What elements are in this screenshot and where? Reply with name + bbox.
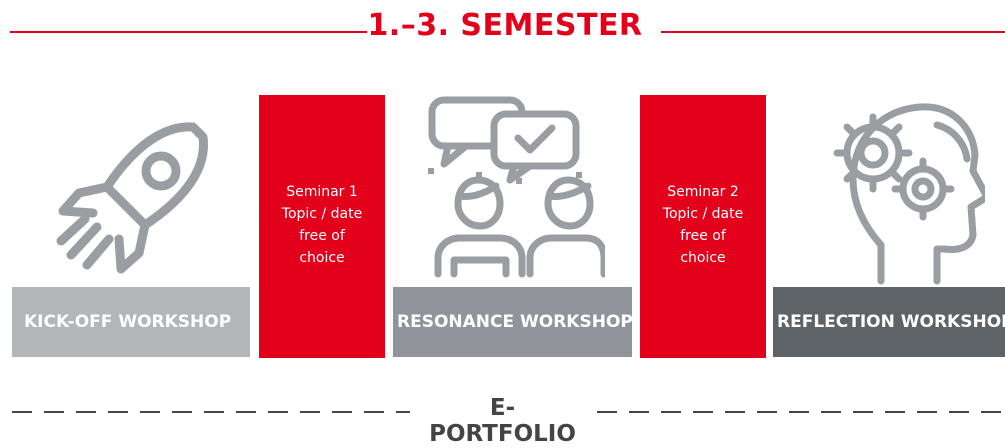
workshop-label: REFLECTION WORKSHOP (777, 312, 1005, 332)
header-rule-left (10, 31, 367, 33)
people-chat-icon (428, 96, 605, 278)
resonance-workshop-bar: RESONANCE WORKSHOP (393, 287, 632, 357)
workshop-label: RESONANCE WORKSHOP (397, 312, 632, 332)
reflection-workshop-bar: REFLECTION WORKSHOP (773, 287, 1005, 357)
page-title: 1.–3. SEMESTER (367, 8, 643, 43)
workshop-label: KICK-OFF WORKSHOP (24, 312, 232, 332)
e-portfolio-label: E-PORTFOLIO (429, 395, 576, 447)
seminar-line: Seminar 1 (286, 184, 358, 200)
seminar-line: free of (680, 228, 726, 244)
head-gears-icon (833, 103, 985, 285)
kick-off-workshop-bar: KICK-OFF WORKSHOP (12, 287, 250, 357)
seminar-line: choice (299, 250, 345, 266)
seminar-line: Topic / date (281, 206, 363, 222)
seminar-line: Topic / date (662, 206, 744, 222)
seminar-line: Seminar 2 (667, 184, 739, 200)
seminar-2-block: Seminar 2 Topic / date free of choice (640, 95, 766, 358)
header-rule-right (661, 31, 1005, 33)
seminar-line: free of (299, 228, 345, 244)
seminar-line: choice (680, 250, 726, 266)
seminar-1-block: Seminar 1 Topic / date free of choice (259, 95, 385, 358)
rocket-icon (56, 122, 208, 274)
